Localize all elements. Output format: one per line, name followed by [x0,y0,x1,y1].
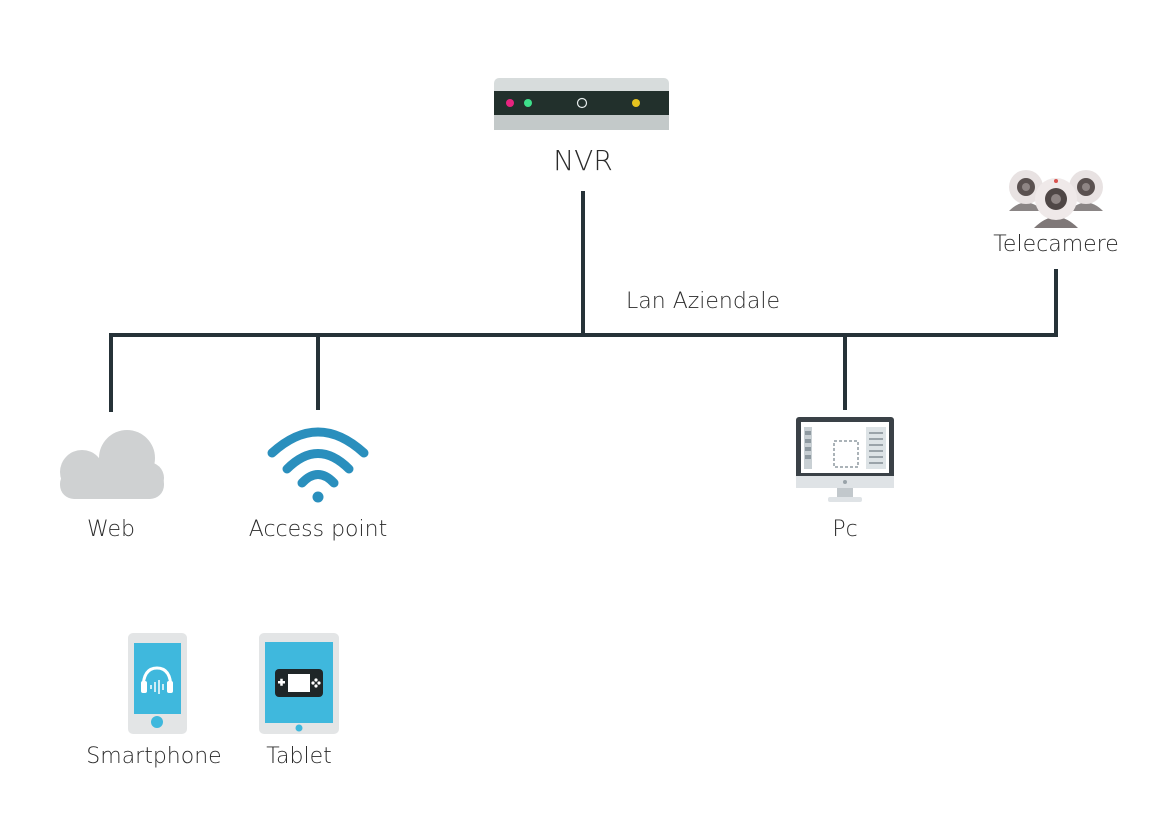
cameras-node: Telecamere [993,170,1119,257]
wifi-icon [267,427,369,503]
pc-node: Pc [796,417,894,542]
game-console-icon [275,669,323,697]
nvr-recorder-icon [494,78,669,130]
tablet-node: Tablet [259,633,339,769]
security-cameras-icon [1009,170,1103,228]
led-yellow-icon [632,99,640,107]
desktop-monitor-icon [796,417,894,502]
smartphone-icon [128,633,187,734]
headphones-icon [141,666,173,694]
pc-label: Pc [832,517,857,542]
power-ring-icon [576,97,588,109]
nvr-node: NVR [494,78,669,177]
tablet-icon [259,633,339,734]
web-node: Web [60,430,164,542]
smartphone-node: Smartphone [86,633,222,769]
led-green-icon [524,99,532,107]
led-pink-icon [506,99,514,107]
access-point-label: Access point [249,517,387,542]
lan-label: Lan Aziendale [626,289,780,314]
access-point-node: Access point [249,427,387,542]
connection-lines [109,191,1058,412]
tablet-label: Tablet [266,744,332,769]
nvr-label: NVR [553,144,613,177]
cameras-label: Telecamere [993,232,1119,257]
web-label: Web [87,517,135,542]
cloud-icon [60,430,164,499]
smartphone-label: Smartphone [86,744,221,769]
